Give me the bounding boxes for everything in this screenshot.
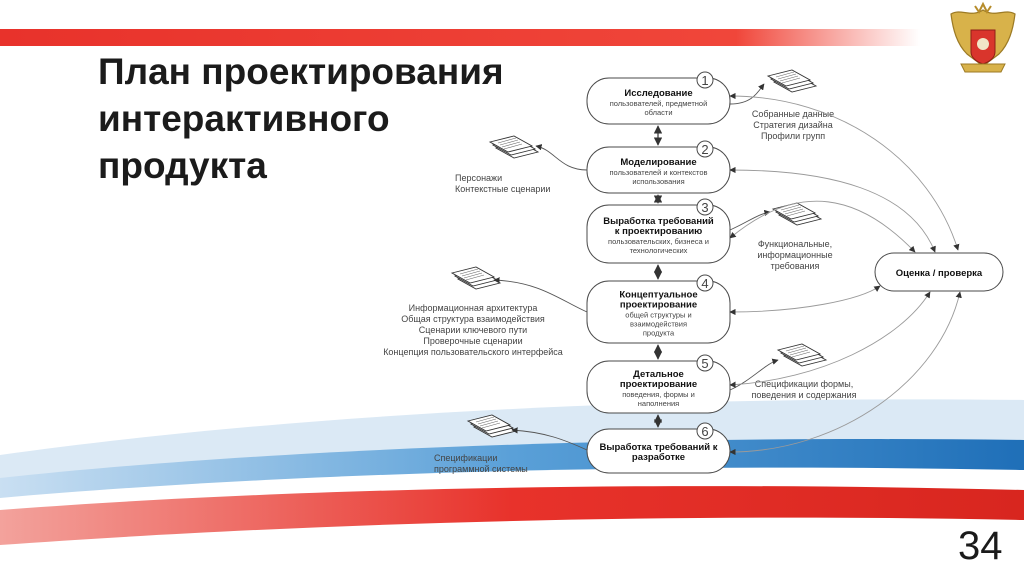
stage-number-circle-6: [696, 422, 714, 440]
coat-of-arms-icon: [950, 1, 1016, 73]
output-concept-line-3: Сценарии ключевого пути: [419, 325, 527, 335]
document-icon-concept: [450, 266, 502, 290]
document-icon-dev: [466, 414, 518, 438]
review-link-stage4: [729, 285, 881, 316]
slide-title: План проектирования интерактивного проду…: [98, 48, 538, 189]
document-icon-dev-line-4: [481, 422, 501, 429]
stage-number-1: 1: [701, 73, 708, 88]
stage-subtitle-2-2: использования: [632, 177, 684, 186]
output-concept-line-4: Проверочные сценарии: [423, 336, 522, 346]
document-icon-research-line-1: [775, 71, 795, 78]
document-icon-concept-sheet-3: [450, 266, 496, 284]
stage-number-2: 2: [701, 142, 708, 157]
stage-number-3: 3: [701, 200, 708, 215]
title-line-3: продукта: [98, 145, 267, 186]
document-icon-research-sheet-3: [766, 69, 812, 87]
stage-number-6: 6: [701, 424, 708, 439]
stage-subtitle-1-2: области: [644, 108, 672, 117]
stage-title-3-2: к проектированию: [615, 226, 703, 237]
stage-number-4: 4: [701, 276, 708, 291]
document-icon-modeling: [488, 135, 540, 159]
stage-subtitle-4-3: продукта: [643, 329, 675, 338]
output-dev-line-1: Спецификации: [434, 453, 497, 463]
stage-subtitle-5-1: поведения, формы и: [622, 390, 695, 399]
stage-subtitle-4-1: общей структуры и: [625, 311, 691, 320]
stage-subtitle-1-1: пользователей, предметной: [610, 99, 708, 108]
review-link-stage6: [729, 291, 962, 456]
stage-subtitle-3-2: технологических: [630, 246, 688, 255]
review-link-stage2: [729, 166, 936, 253]
document-icon-concept-line-2: [461, 270, 481, 277]
document-icon-modeling-sheet-3: [488, 135, 534, 153]
document-icon-research-line-3: [779, 75, 799, 82]
arrow-stage6-to-docs: [511, 427, 588, 451]
output-concept-line-1: Информационная архитектура: [409, 303, 538, 313]
title-line-2: интерактивного: [98, 98, 390, 139]
output-modeling-line-2: Контекстные сценарии: [455, 184, 550, 194]
review-label: Оценка / проверка: [896, 268, 983, 279]
stage-number-circle-3: [696, 198, 714, 216]
output-requirements-line-2: информационные: [757, 250, 832, 260]
review-link-stage3: [729, 200, 916, 253]
document-icon-research-line-4: [781, 77, 801, 84]
stage-title-4-2: проектирование: [620, 300, 697, 311]
output-detail-line-2: поведения и содержания: [751, 390, 856, 400]
review-link-stage1: [729, 92, 960, 251]
arrow-stage4-to-docs: [493, 277, 588, 313]
stage-number-5: 5: [701, 356, 708, 371]
stage-title-4-1: Концептуальное: [619, 290, 697, 301]
document-icon-concept-line-3: [463, 272, 483, 279]
stage-number-circle-1: [696, 71, 714, 89]
document-icon-dev-line-2: [477, 418, 497, 425]
output-research-line-1: Собранные данные: [752, 109, 834, 119]
document-icon-detail: [776, 343, 828, 367]
arrow-stage2-to-docs: [535, 144, 588, 171]
document-icon-requirements: [771, 202, 823, 226]
page-number: 34: [958, 524, 1003, 568]
title-line-1: План проектирования: [98, 51, 504, 92]
arrow-stage1-to-docs: [729, 83, 765, 105]
stage-title-2-1: Моделирование: [620, 157, 696, 168]
output-modeling-line-1: Персонажи: [455, 173, 502, 183]
output-concept-line-2: Общая структура взаимодействия: [401, 314, 545, 324]
output-concept-line-5: Концепция пользовательского интерфейса: [383, 347, 563, 357]
stage-subtitle-2-1: пользователей и контекстов: [610, 168, 708, 177]
stage-title-5-2: проектирование: [620, 379, 697, 390]
document-icon-modeling-line-2: [499, 139, 519, 146]
output-requirements-line-1: Функциональные,: [758, 239, 832, 249]
document-icon-modeling-line-4: [503, 143, 523, 150]
output-requirements-line-3: требования: [771, 261, 820, 271]
stage-subtitle-5-2: наполнения: [638, 399, 679, 408]
bottom-red-wave: [0, 486, 1024, 545]
document-icon-dev-line-1: [475, 416, 495, 423]
stage-number-circle-5: [696, 354, 714, 372]
review-box: [874, 252, 1004, 292]
output-research-line-3: Профили групп: [761, 131, 825, 141]
top-red-bar: [0, 29, 920, 46]
stage-subtitle-4-2: взаимодействия: [630, 320, 687, 329]
stage-subtitle-3-1: пользовательских, бизнеса и: [608, 237, 709, 246]
stage-number-circle-4: [696, 274, 714, 292]
document-icon-research: [766, 69, 818, 93]
document-icon-research-line-2: [777, 73, 797, 80]
output-dev-line-2: программной системы: [434, 464, 528, 474]
document-icon-dev-line-3: [479, 420, 499, 427]
stage-title-3-1: Выработка требований: [603, 216, 714, 227]
document-icon-concept-line-4: [465, 274, 485, 281]
stage-title-1-1: Исследование: [624, 88, 692, 99]
document-icon-dev-sheet-3: [466, 414, 512, 432]
stage-title-6-1: Выработка требований к: [600, 442, 718, 453]
document-icon-modeling-line-1: [497, 137, 517, 144]
stage-title-6-2: разработке: [632, 452, 685, 463]
document-icon-modeling-line-3: [501, 141, 521, 148]
stage-number-circle-2: [696, 140, 714, 158]
stage-title-5-1: Детальное: [633, 369, 684, 380]
document-icon-concept-line-1: [459, 268, 479, 275]
output-research-line-2: Стратегия дизайна: [753, 120, 833, 130]
